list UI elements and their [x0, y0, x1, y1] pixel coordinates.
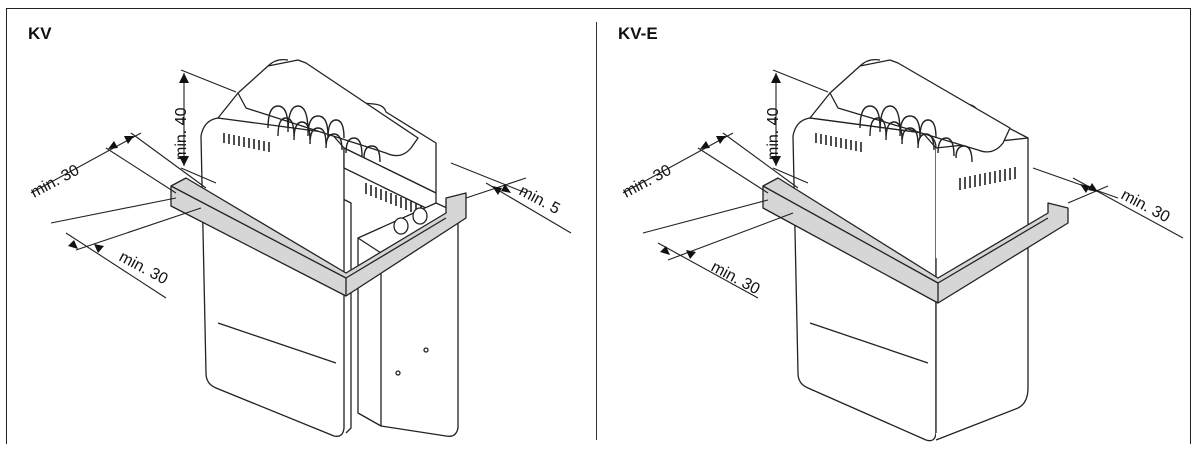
- heating-elements: [859, 105, 973, 163]
- dimension-top: [772, 69, 829, 184]
- kv-heater-drawing: min. 40 min. 30 min. 30 min. 5: [28, 58, 572, 437]
- vent-grille-side: [365, 183, 422, 216]
- kv-e-heater-drawing: min. 40 min. 30 min. 30 min. 30: [620, 58, 1184, 442]
- guard-rail: [762, 177, 1069, 304]
- heater-right-face: [935, 137, 1029, 441]
- panel-title-kv-e: KV-E: [618, 24, 658, 43]
- dimension-front-left: [622, 132, 799, 194]
- dim-label-top: min. 40: [173, 107, 190, 160]
- control-knob-1: [393, 217, 409, 235]
- dim-label-side-right: min. 30: [1118, 187, 1172, 227]
- dim-label-front-left: min. 30: [28, 162, 82, 202]
- panel-divider: [596, 22, 597, 440]
- dim-label-top: min. 40: [765, 107, 782, 160]
- dim-label-front-left: min. 30: [620, 162, 674, 202]
- heater-front-body: [200, 117, 345, 437]
- dim-label-front-bottom: min. 30: [116, 249, 170, 289]
- dimension-front-left: [30, 132, 207, 194]
- dim-label-front-bottom: min. 30: [708, 259, 762, 299]
- dim-label-side-right: min. 5: [516, 183, 563, 219]
- panel-title-kv: KV: [28, 24, 52, 43]
- control-knob-2: [412, 207, 428, 225]
- stones-basket: [237, 59, 419, 157]
- stones-basket: [829, 59, 1011, 153]
- vent-grille-front: [815, 133, 862, 152]
- heating-elements: [267, 105, 381, 163]
- figure-frame: [6, 8, 1191, 444]
- guard-rail: [170, 177, 467, 297]
- dimension-top: [180, 69, 237, 184]
- panel-kv: KV: [6, 8, 596, 444]
- dimension-front-bottom: [50, 197, 202, 299]
- vent-grille-side: [959, 167, 1016, 190]
- vent-grille-front: [223, 133, 270, 152]
- panel-kv-e: KV-E: [598, 8, 1188, 444]
